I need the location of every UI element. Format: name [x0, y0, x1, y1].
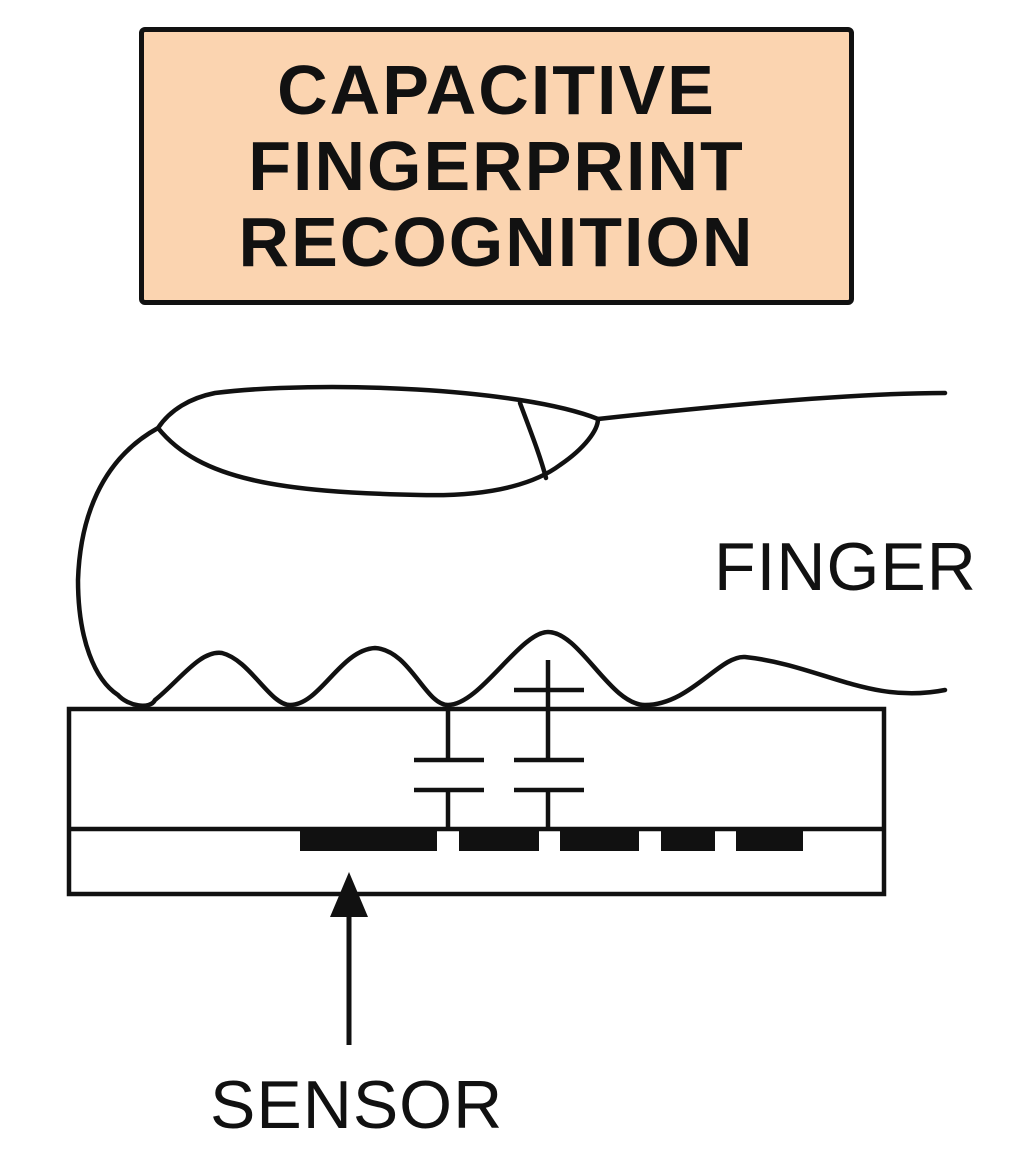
finger-outline [75, 384, 948, 708]
sensor-electrode [560, 829, 639, 851]
title-line-1: CAPACITIVE [277, 51, 716, 129]
finger-label: FINGER [714, 529, 977, 605]
sensor-label: SENSOR [210, 1067, 504, 1143]
sensor-electrode [736, 829, 803, 851]
title-line-3: RECOGNITION [238, 203, 755, 281]
nail-crease-line [517, 400, 549, 481]
sensor-electrode [459, 829, 539, 851]
fingernail [155, 416, 601, 498]
sensor-body [66, 706, 887, 897]
sensor-electrode [661, 829, 715, 851]
sensor-electrode [300, 829, 437, 851]
title-box: CAPACITIVE FINGERPRINT RECOGNITION [139, 27, 854, 305]
sensor-arrow-head [330, 872, 368, 917]
title-line-2: FINGERPRINT [248, 127, 745, 205]
